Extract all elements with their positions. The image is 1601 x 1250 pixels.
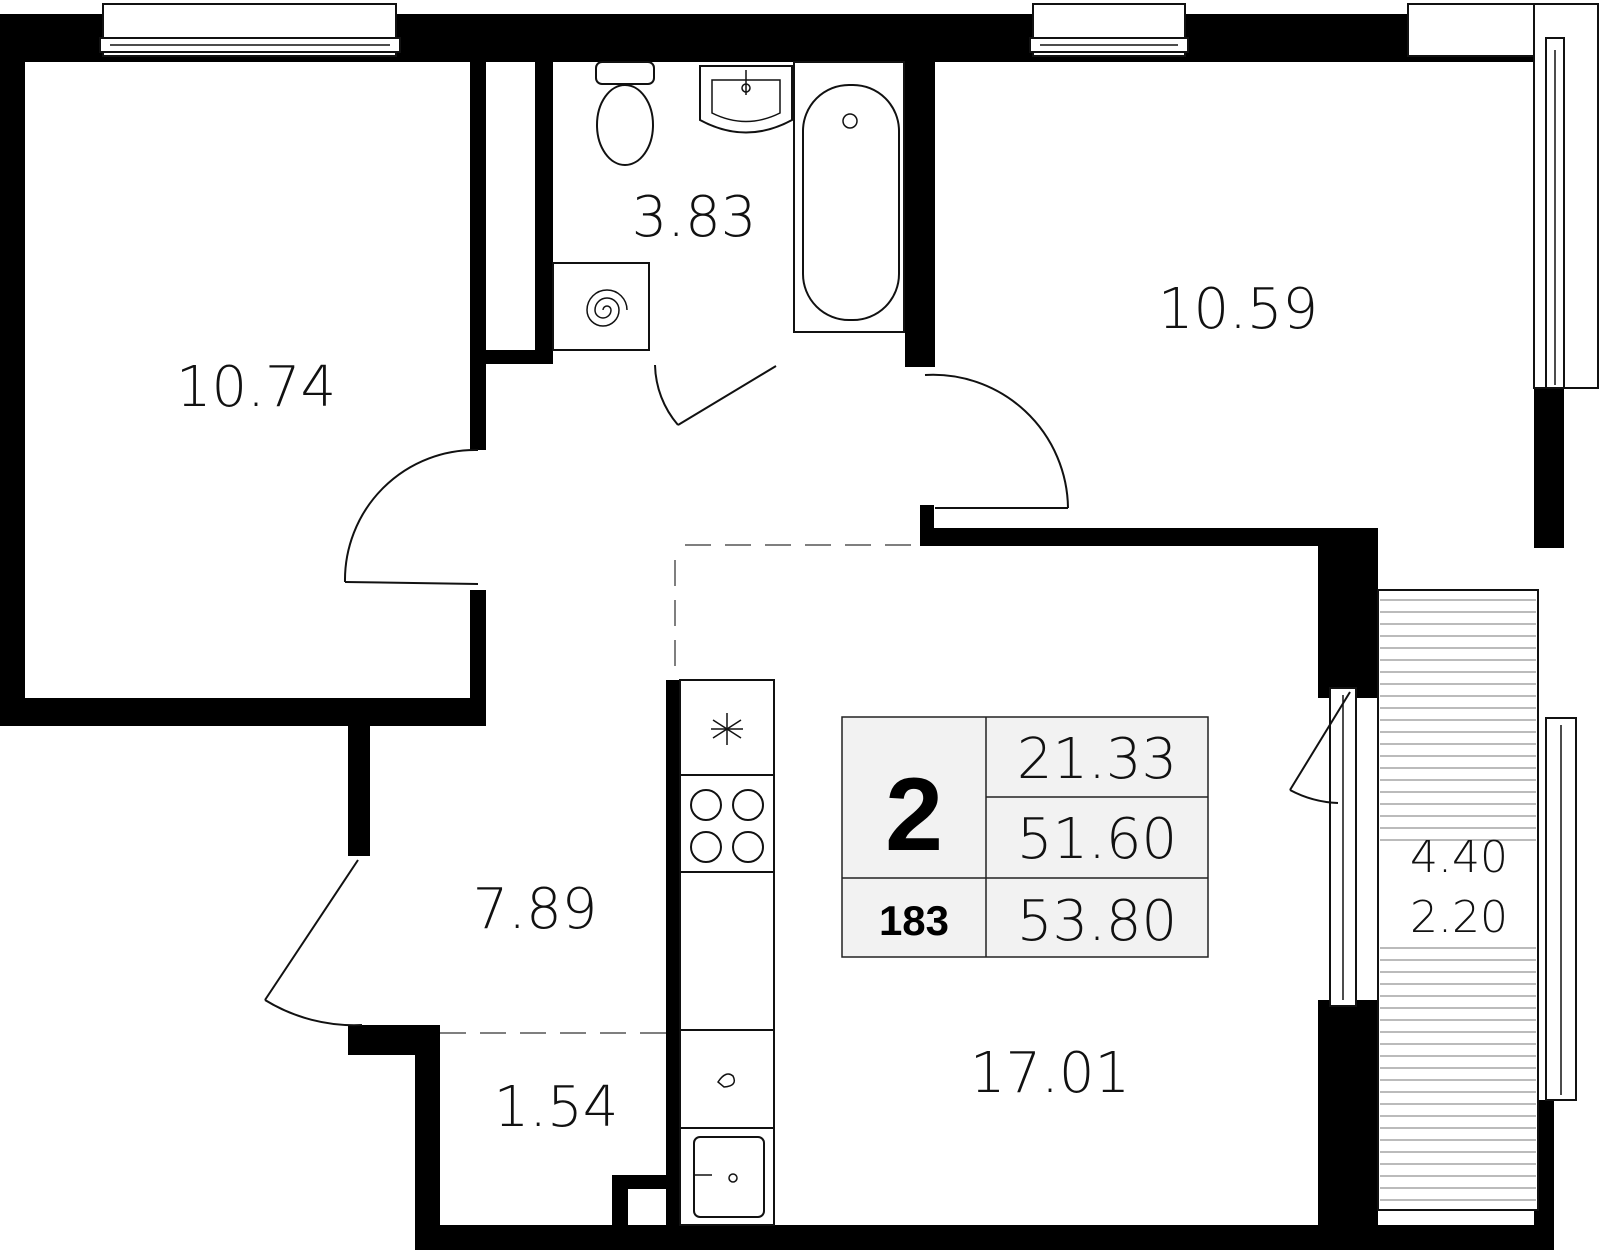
living-area: 21.33 — [1017, 727, 1177, 792]
bathroom-area: 3.83 — [632, 185, 757, 250]
zone-boundaries — [440, 544, 922, 1034]
bedroom-left-area: 10.74 — [176, 355, 336, 420]
bedroom-right-area: 10.59 — [1158, 277, 1318, 342]
kitchen-fixtures — [679, 679, 775, 1226]
stove-burners-icon — [690, 789, 764, 863]
summary-table — [841, 716, 1209, 958]
labels: 10.74 3.83 10.59 7.89 1.54 17.01 4.40 2.… — [176, 185, 1508, 1140]
windows — [99, 3, 1599, 1101]
apartment-number: 183 — [879, 897, 949, 944]
balcony — [1377, 589, 1539, 1211]
balcony-area: 4.40 — [1410, 832, 1508, 883]
hallway-area: 7.89 — [473, 877, 598, 942]
rooms-count: 2 — [885, 757, 943, 873]
snowflake-icon — [711, 713, 743, 745]
balcony-reduced-area: 2.20 — [1410, 892, 1508, 943]
storage-area: 1.54 — [494, 1075, 619, 1140]
water-drop-icon — [717, 1073, 736, 1088]
spiral-icon — [586, 289, 628, 327]
kitchen-living-area: 17.01 — [970, 1041, 1130, 1106]
bathroom-fixtures — [552, 61, 905, 351]
walls — [0, 14, 1564, 1250]
total-area: 51.60 — [1017, 807, 1177, 872]
doors — [264, 364, 1351, 1027]
total-area-with-balcony: 53.80 — [1017, 889, 1177, 954]
